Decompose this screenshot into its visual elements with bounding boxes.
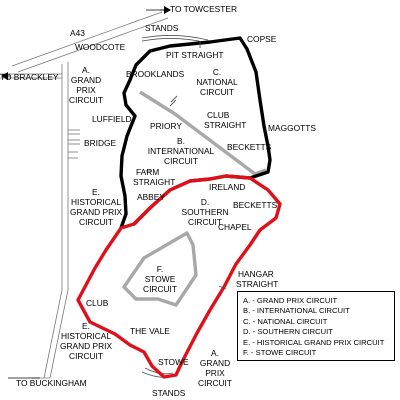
svg-text:CIRCUIT: CIRCUIT (188, 217, 222, 227)
label-chapel: CHAPEL (218, 222, 252, 232)
label-farm-straight-2: STRAIGHT (133, 177, 175, 187)
svg-text:HISTORICAL: HISTORICAL (71, 197, 121, 207)
label-club-straight-2: STRAIGHT (204, 120, 246, 130)
southern-grand-prix-track (76, 174, 282, 379)
svg-text:CIRCUIT: CIRCUIT (143, 284, 177, 294)
tag-a-grand-prix-bottom: A. GRAND PRIX CIRCUIT (198, 348, 232, 388)
stowe-circuit-track (122, 231, 198, 307)
svg-text:GRAND PRIX: GRAND PRIX (60, 341, 113, 351)
label-beckets-lower: BECKETTS (233, 200, 278, 210)
svg-text:A.: A. (82, 65, 90, 75)
road-network (0, 9, 169, 379)
tag-e-historical-left: E. HISTORICAL GRAND PRIX CIRCUIT (70, 187, 123, 227)
label-farm-straight-1: FARM (136, 167, 159, 177)
svg-text:HISTORICAL: HISTORICAL (61, 331, 111, 341)
label-stands-top: STANDS (145, 23, 179, 33)
svg-text:D.: D. (201, 197, 209, 207)
svg-text:F.: F. (157, 264, 164, 274)
label-brooklands: BROOKLANDS (126, 69, 185, 79)
label-stands-bottom: STANDS (152, 388, 186, 398)
legend-item-d: D. - SOUTHERN CIRCUIT (243, 327, 333, 337)
label-to-towcester: TO TOWCESTER (170, 4, 237, 14)
tag-b-international: B. INTERNATIONAL CIRCUIT (148, 136, 215, 166)
road-a43-lower (17, 17, 169, 73)
svg-text:E.: E. (82, 321, 90, 331)
label-copse: COPSE (247, 34, 277, 44)
svg-text:INTERNATIONAL: INTERNATIONAL (148, 146, 215, 156)
label-a43: A43 (70, 28, 85, 38)
svg-text:A.: A. (211, 348, 219, 358)
label-ireland: IRELAND (209, 182, 245, 192)
svg-text:GRAND: GRAND (200, 358, 230, 368)
svg-text:C.: C. (213, 67, 221, 77)
svg-text:CIRCUIT: CIRCUIT (69, 95, 103, 105)
svg-text:PRIX: PRIX (76, 85, 96, 95)
svg-text:NATIONAL: NATIONAL (196, 77, 238, 87)
svg-text:SOUTHERN: SOUTHERN (182, 207, 229, 217)
tag-c-national: C. NATIONAL CIRCUIT (196, 67, 238, 97)
legend-item-e: E. - HISTORICAL GRAND PRIX CIRCUIT (243, 337, 385, 347)
label-priory: PRIORY (150, 121, 182, 131)
svg-text:E.: E. (92, 187, 100, 197)
svg-text:CIRCUIT: CIRCUIT (69, 351, 103, 361)
tag-d-southern: D. SOUTHERN CIRCUIT (182, 197, 229, 227)
circuit-legend: A. - GRAND PRIX CIRCUIT B. - INTERNATION… (237, 291, 395, 361)
svg-text:STOWE: STOWE (145, 274, 176, 284)
road-tick-marks (68, 129, 80, 159)
svg-text:CIRCUIT: CIRCUIT (198, 378, 232, 388)
svg-text:PRIX: PRIX (205, 368, 225, 378)
label-hangar-straight-1: HANGAR (238, 269, 274, 279)
label-hangar-straight-2: STRAIGHT (236, 279, 278, 289)
label-woodcote: WOODCOTE (75, 42, 126, 52)
label-to-brackley: TO BRACKLEY (0, 72, 59, 82)
tag-e-historical-bottom: E. HISTORICAL GRAND PRIX CIRCUIT (60, 321, 113, 361)
legend-item-b: B. - INTERNATIONAL CIRCUIT (243, 306, 350, 316)
svg-text:CIRCUIT: CIRCUIT (164, 156, 198, 166)
label-club-straight-1: CLUB (207, 110, 230, 120)
tag-a-grand-prix-top: A. GRAND PRIX CIRCUIT (69, 65, 103, 105)
track-markers (146, 41, 227, 290)
legend-item-a: A. - GRAND PRIX CIRCUIT (243, 296, 338, 305)
label-stowe: STOWE (158, 357, 189, 367)
road-a43-upper (11, 11, 163, 67)
road-a43-south-2 (49, 62, 69, 379)
svg-text:CIRCUIT: CIRCUIT (200, 87, 234, 97)
label-the-vale: THE VALE (130, 326, 170, 336)
label-to-buckingham: TO BUCKINGHAM (16, 378, 87, 388)
label-club: CLUB (86, 298, 109, 308)
svg-text:GRAND: GRAND (71, 75, 101, 85)
label-abbey: ABBEY (137, 192, 165, 202)
legend-item-f: F. - STOWE CIRCUIT (243, 348, 317, 358)
legend-item-c: C. - NATIONAL CIRCUIT (243, 316, 328, 326)
svg-text:B.: B. (177, 136, 185, 146)
svg-text:CIRCUIT: CIRCUIT (79, 217, 113, 227)
label-pit-straight: PIT STRAIGHT (166, 50, 224, 60)
label-maggotts: MAGGOTTS (268, 123, 316, 133)
tag-f-stowe: F. STOWE CIRCUIT (143, 264, 177, 294)
international-club-straight (139, 90, 267, 176)
label-beckets-upper: BECKETTS (227, 142, 272, 152)
road-a43-south-1 (43, 64, 63, 379)
label-luffield: LUFFIELD (92, 114, 132, 124)
label-bridge: BRIDGE (84, 138, 117, 148)
svg-text:GRAND PRIX: GRAND PRIX (70, 207, 123, 217)
